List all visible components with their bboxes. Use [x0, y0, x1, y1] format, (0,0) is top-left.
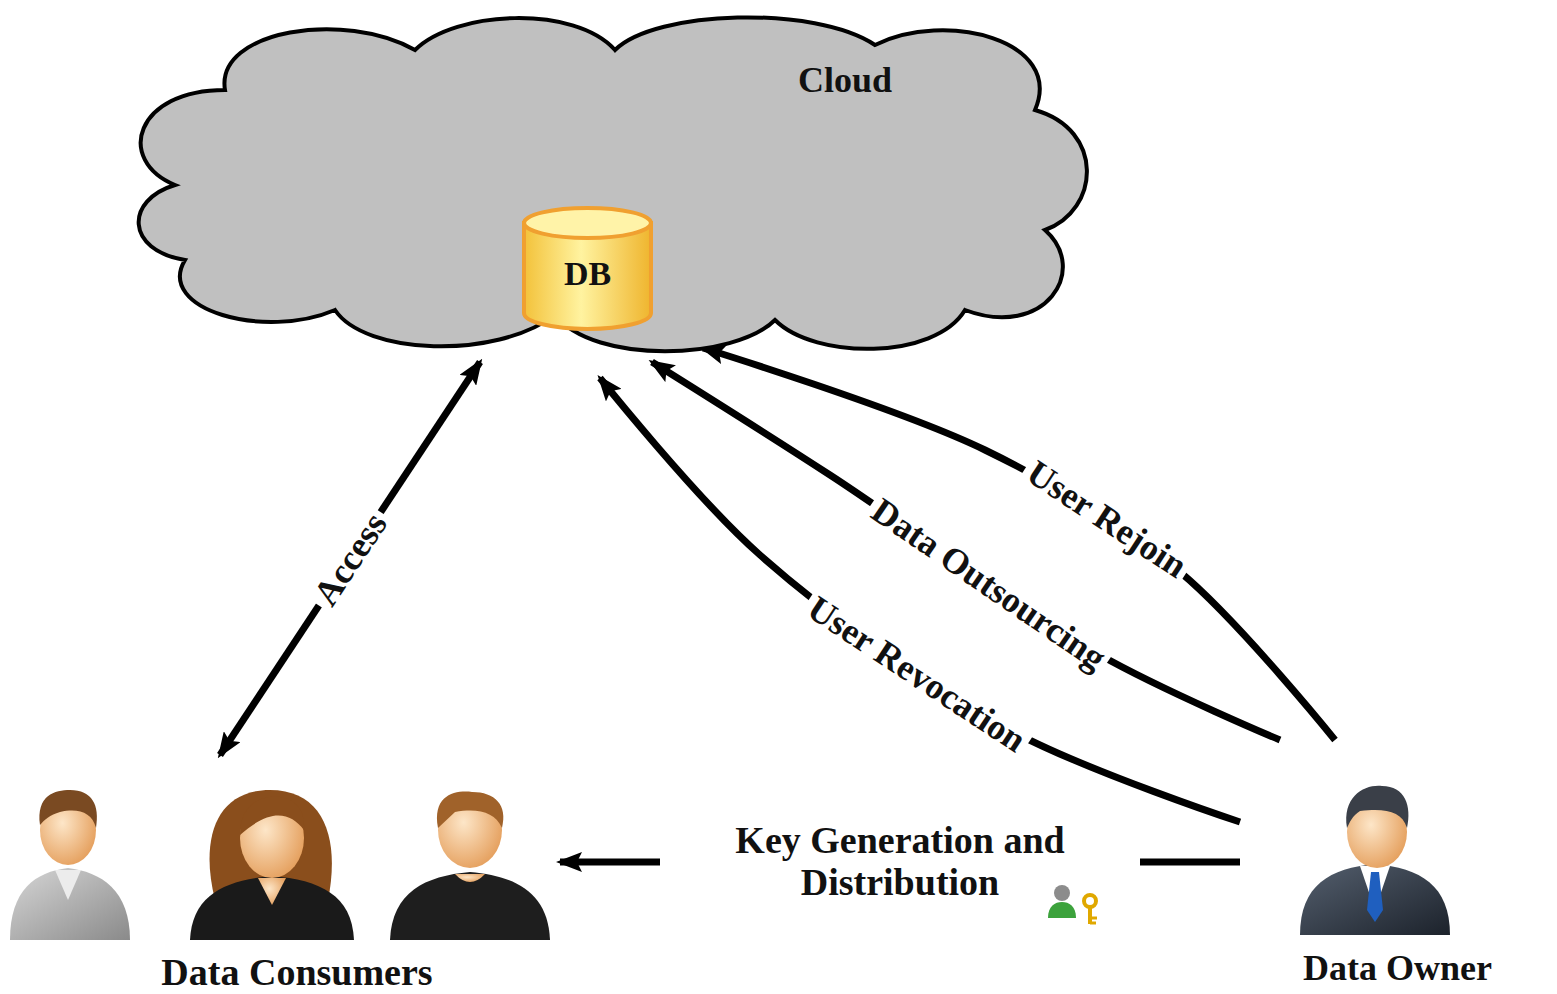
flow-arrow [600, 378, 1240, 822]
database-label: DB [520, 257, 655, 291]
edge-label: User Revocation [797, 587, 1036, 761]
edge-label: User Rejoin [1017, 451, 1198, 586]
cloud-outline [139, 17, 1087, 351]
edge-label: Data Outsourcing [862, 489, 1117, 679]
consumer-icon [390, 792, 550, 940]
edge-label: Access [304, 502, 396, 615]
owner-icon [1300, 786, 1450, 935]
database-cylinder: DB [520, 205, 655, 333]
edge-label: Key Generation and Distribution [660, 820, 1140, 904]
owner-actor: Data Owner [1240, 740, 1555, 991]
flow-arrow [652, 362, 1280, 740]
group-label: Data Consumers [17, 953, 577, 991]
flow-arrow [703, 348, 1335, 740]
actor-label: Data Owner [1240, 950, 1555, 986]
consumer-group: Data Consumers [0, 755, 560, 991]
region-title: Cloud [725, 62, 965, 98]
consumer-icon [190, 790, 354, 940]
flow-arrow [560, 859, 1240, 866]
consumer-icon [10, 790, 130, 940]
flow-arrow [220, 362, 480, 755]
cloud-region: CloudDB [115, 10, 1090, 360]
